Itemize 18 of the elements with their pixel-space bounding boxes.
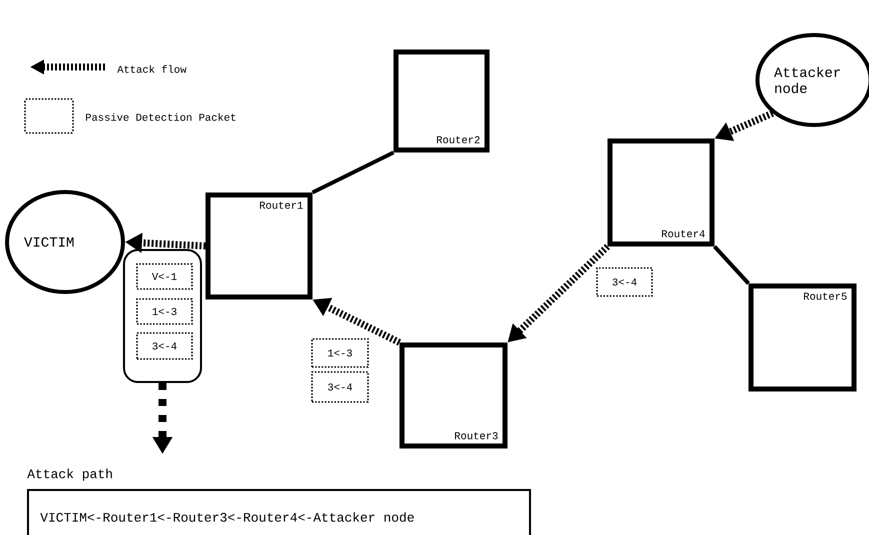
- legend-text: Attack flow: [117, 65, 186, 73]
- packet-stack: [123, 249, 202, 383]
- legend-text: Passive Detection Packet: [86, 113, 236, 121]
- router-box: Router3: [400, 342, 508, 448]
- router-box: Router2: [394, 50, 490, 152]
- link-line: [713, 245, 750, 285]
- router-box: Router5: [748, 284, 857, 392]
- node-label: Attack path: [27, 468, 112, 481]
- link-line: [312, 150, 394, 194]
- detection-packet: 1<-3: [136, 298, 193, 325]
- detection-packet: 3<-4: [596, 267, 653, 297]
- detection-packet: 3<-4: [136, 332, 193, 360]
- detection-packet: V<-1: [136, 263, 193, 290]
- router-box: Router4: [608, 138, 714, 246]
- detection-packet: 1<-3: [311, 338, 369, 368]
- attack-path-box: Attack path VICTIM<-Router1<-Router3<-Router4<-Attacker node: [27, 468, 531, 535]
- detection-packet: 3<-4: [311, 371, 369, 403]
- router-box: Router1: [206, 192, 312, 300]
